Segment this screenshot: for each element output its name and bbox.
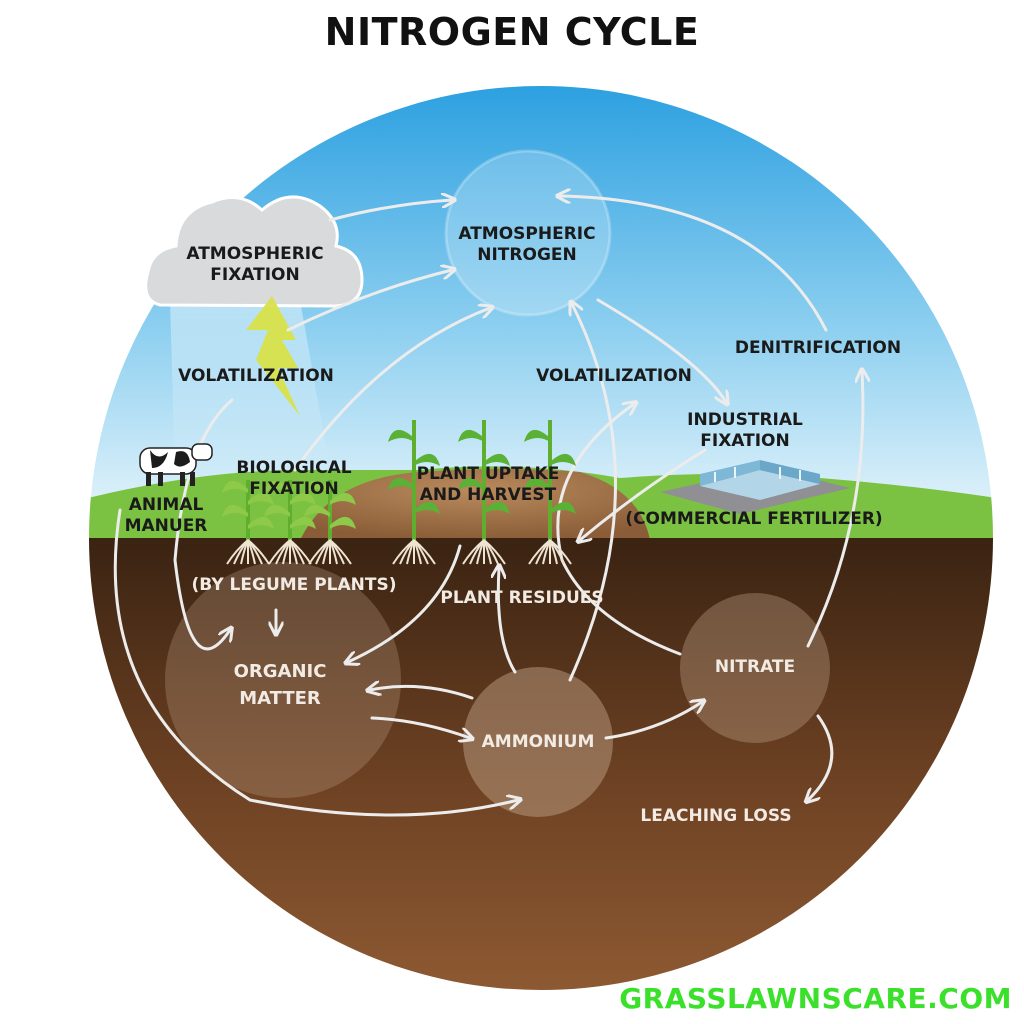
factory-icon bbox=[660, 460, 850, 514]
ammonium-bubble bbox=[463, 667, 613, 817]
lightning-icon bbox=[246, 296, 300, 416]
corn-plant-icon bbox=[388, 420, 440, 565]
legume-plants-label: (BY LEGUME PLANTS) bbox=[191, 575, 397, 595]
cloud-icon bbox=[144, 195, 364, 308]
site-credit: GRASSLAWNSCARE.COM bbox=[619, 982, 1012, 1015]
plant-residues-label: PLANT RESIDUES bbox=[440, 588, 604, 608]
legume-plants bbox=[222, 480, 356, 565]
dirt-mound bbox=[300, 469, 650, 540]
legume-plant-icon bbox=[264, 480, 316, 565]
cycle-arrows bbox=[113, 196, 863, 817]
commercial-fertilizer-label: (COMMERCIAL FERTILIZER) bbox=[625, 509, 883, 529]
nitrate-label: NITRATE bbox=[714, 657, 796, 677]
corn-plant-icon bbox=[458, 420, 510, 565]
corn-plant-icon bbox=[524, 420, 576, 565]
ammonium-label: AMMONIUM bbox=[481, 732, 595, 752]
legume-plant-icon bbox=[222, 480, 274, 565]
legume-plant-icon bbox=[304, 480, 356, 565]
corn-plants bbox=[388, 420, 576, 565]
organic-matter-bubble bbox=[165, 562, 401, 798]
volatilization-right-label: VOLATILIZATION bbox=[536, 366, 692, 386]
cow-icon bbox=[139, 443, 213, 486]
volatilization-left-label: VOLATILIZATION bbox=[178, 366, 334, 386]
page-title: NITROGEN CYCLE bbox=[324, 10, 700, 54]
nitrate-bubble bbox=[680, 593, 830, 743]
denitrification-label: DENITRIFICATION bbox=[734, 338, 902, 358]
leaching-loss-label: LEACHING LOSS bbox=[640, 806, 792, 826]
